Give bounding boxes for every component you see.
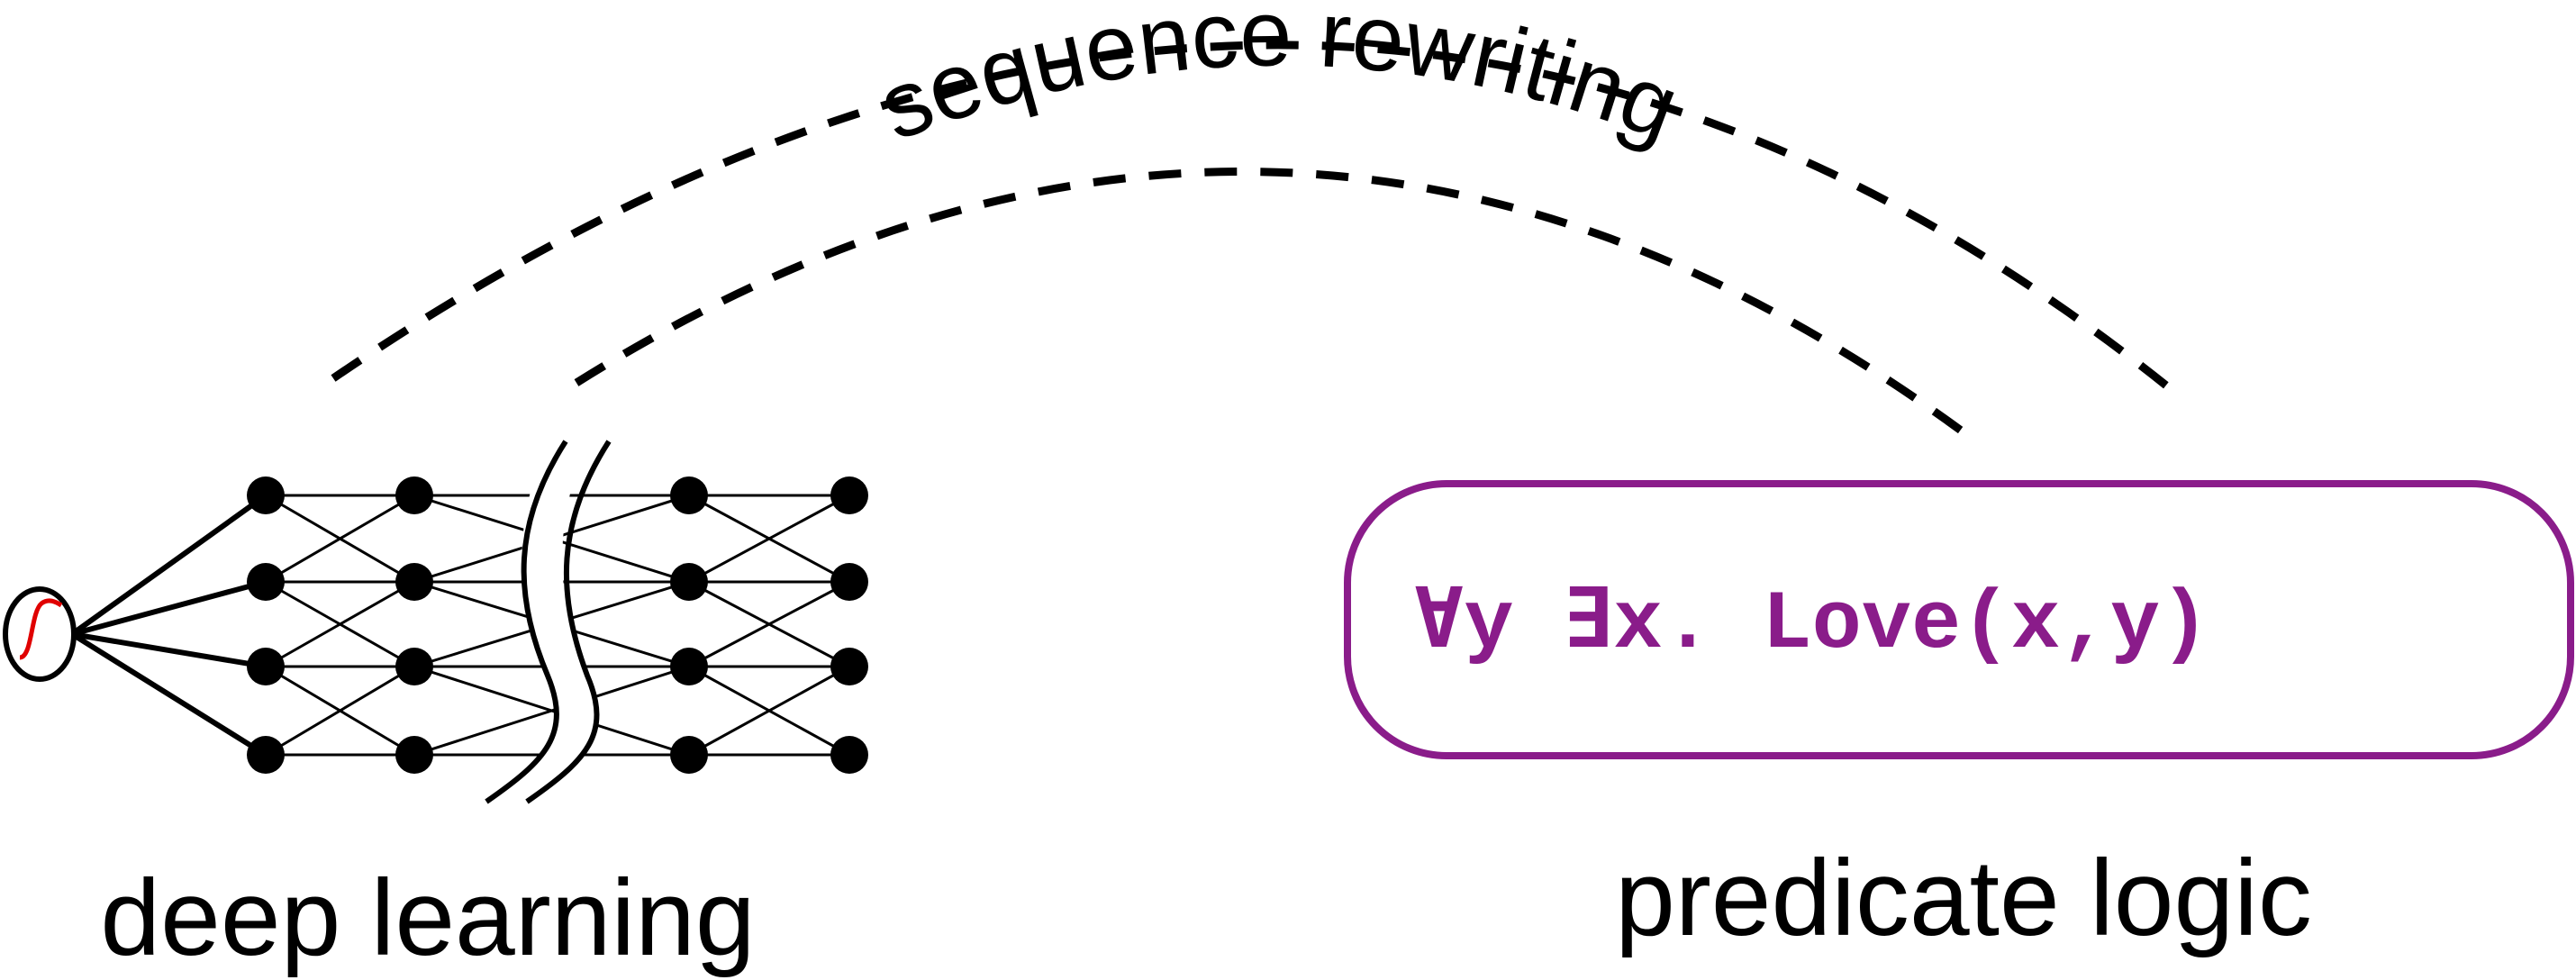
network-node: [395, 736, 433, 774]
network-edge: [688, 494, 850, 584]
network-node: [395, 476, 433, 514]
predicate-logic-caption: predicate logic: [1615, 838, 2312, 958]
outer-dashed-arc: [331, 41, 2182, 400]
network-node: [670, 476, 708, 514]
network-nodes: [247, 476, 868, 774]
formula: ∀y ∃x. Love(x,y): [1414, 577, 2209, 672]
network-edge: [688, 580, 850, 668]
network-break: [485, 440, 612, 804]
inner-dashed-arc: [574, 168, 1966, 436]
arc-label-text: sequence rewriting: [866, 0, 1692, 160]
network-input-edges: [70, 493, 268, 758]
input-edge: [70, 631, 268, 758]
network-node: [395, 563, 433, 601]
network-edge: [265, 580, 415, 668]
network-node: [830, 476, 868, 514]
deep-learning-caption: deep learning: [100, 858, 755, 978]
exists-symbol: ∃: [1564, 577, 1613, 672]
network-node: [670, 563, 708, 601]
network-node: [247, 736, 285, 774]
forall-variable: y: [1464, 577, 1513, 672]
network-edge: [688, 665, 850, 757]
break-gap: [494, 441, 597, 802]
network-node: [247, 648, 285, 685]
network-node: [830, 648, 868, 685]
activation-curve-icon: [19, 598, 63, 660]
predicate: Love(x,y): [1762, 577, 2209, 672]
network-node: [395, 648, 433, 685]
formula-box-border: [1344, 480, 2574, 759]
forall-symbol: ∀: [1414, 577, 1464, 672]
break-line-left: [485, 440, 568, 804]
network-node: [670, 736, 708, 774]
network-node: [247, 563, 285, 601]
input-edge: [71, 579, 267, 637]
network-edge: [265, 494, 415, 584]
exists-variable: x.: [1613, 577, 1712, 672]
network-edge: [413, 665, 690, 757]
input-edge: [70, 493, 268, 637]
network-edge: [265, 665, 415, 757]
network-node: [247, 476, 285, 514]
neural-network: [3, 440, 868, 804]
formula-box: ∀y ∃x. Love(x,y): [1344, 480, 2574, 759]
input-edge: [71, 631, 267, 669]
network-node: [830, 563, 868, 601]
network-node: [670, 648, 708, 685]
break-line-right: [525, 440, 612, 804]
arc-label: sequence rewriting: [866, 0, 1692, 160]
input-neuron: [3, 586, 77, 682]
network-node: [830, 736, 868, 774]
